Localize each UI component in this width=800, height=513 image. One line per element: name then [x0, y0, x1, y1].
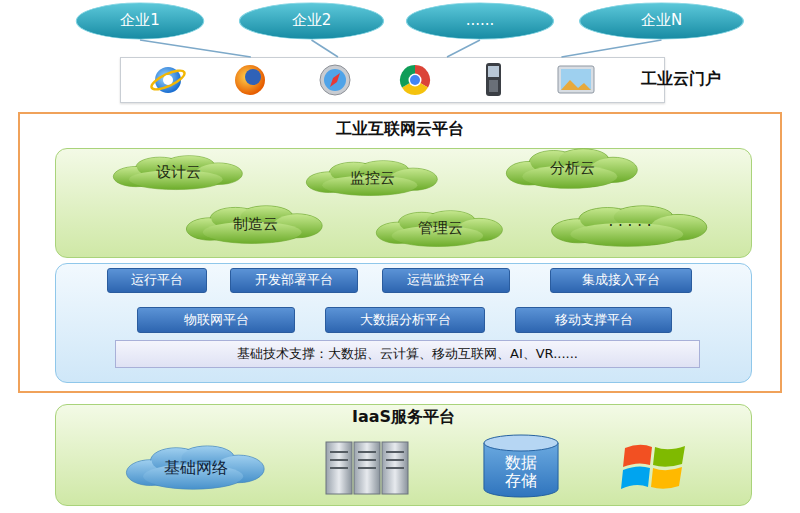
platform-band: 运行平台 开发部署平台 运营监控平台 集成接入平台物联网平台 大数据分析平台 移动支撑平台… — [55, 263, 752, 383]
node-text: IaaS服务平台 — [56, 408, 751, 426]
node-text: 管理云 — [418, 220, 463, 237]
service-cloud: · · · · · — [550, 205, 710, 248]
node-text: 数据存储 — [503, 454, 539, 491]
platform-frame: 工业互联网云平台设计云 监控云 分析云制造云 管理云 · · · · · 运行平台 开发部署… — [18, 112, 782, 393]
node-text: 基础网络 — [164, 459, 228, 477]
tech-support-bar: 基础技术支撑：大数据、云计算、移动互联网、AI、VR...... — [115, 340, 700, 368]
connector-line — [447, 40, 480, 57]
service-cloud: 管理云 — [375, 210, 505, 248]
node-text: 基础技术支撑：大数据、云计算、移动互联网、AI、VR...... — [237, 347, 578, 362]
storage-cylinder: 数据存储 — [482, 434, 560, 498]
node-text: 企业N — [641, 12, 682, 29]
node-text: 制造云 — [233, 216, 278, 233]
enterprise-ellipse: 企业N — [578, 2, 745, 40]
node-text: 物联网平台 — [184, 313, 249, 328]
platform-box: 大数据分析平台 — [325, 307, 485, 333]
portal-bar: 工业云门户 — [120, 57, 665, 103]
connector-line — [140, 40, 251, 57]
node-text: 移动支撑平台 — [555, 313, 633, 328]
enterprise-ellipse: ...... — [405, 2, 555, 40]
node-text: 运行平台 — [131, 273, 183, 288]
enterprise-ellipse: 企业1 — [75, 2, 205, 40]
node-text: 大数据分析平台 — [360, 313, 451, 328]
node-text: 工业云门户 — [641, 70, 721, 88]
iaas-band: IaaS服务平台基础网络 数据存储 — [55, 404, 752, 506]
network-cloud: 基础网络 — [125, 445, 267, 491]
node-text: 工业互联网云平台 — [20, 120, 780, 138]
node-text: ...... — [466, 12, 495, 29]
platform-box: 开发部署平台 — [230, 268, 358, 293]
platform-box: 运营监控平台 — [382, 268, 510, 293]
platform-box: 物联网平台 — [137, 307, 295, 333]
service-cloud: 设计云 — [112, 155, 245, 191]
node-text: 集成接入平台 — [582, 273, 660, 288]
node-text: 分析云 — [550, 160, 595, 177]
node-text: · · · · · — [609, 218, 652, 235]
platform-box: 移动支撑平台 — [515, 307, 672, 333]
node-text: 企业2 — [292, 12, 332, 29]
node-text: 设计云 — [156, 164, 201, 181]
platform-box: 集成接入平台 — [550, 268, 692, 293]
node-text: 企业1 — [120, 12, 160, 29]
connector-line — [561, 40, 661, 57]
service-cloud: 监控云 — [305, 160, 440, 197]
node-text: 监控云 — [350, 170, 395, 187]
enterprise-ellipse: 企业2 — [238, 2, 385, 40]
service-cloud: 制造云 — [185, 205, 325, 245]
cloud-service-band: 设计云 监控云 分析云制造云 管理云 · · · · · — [55, 148, 752, 258]
node-text: 开发部署平台 — [255, 273, 333, 288]
platform-box: 运行平台 — [107, 268, 207, 293]
connector-line — [312, 40, 339, 57]
node-text: 运营监控平台 — [407, 273, 485, 288]
service-cloud: 分析云 — [505, 148, 640, 190]
